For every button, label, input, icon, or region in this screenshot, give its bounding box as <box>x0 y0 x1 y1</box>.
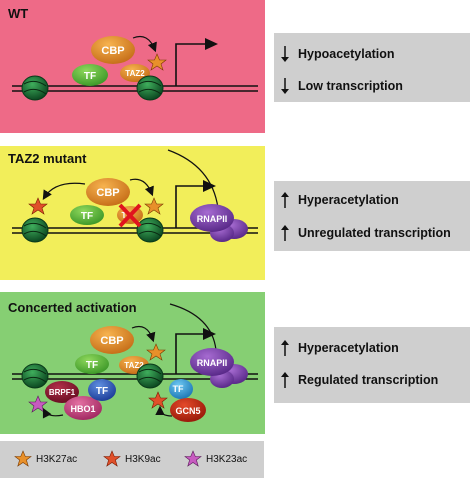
h3k27ac-star <box>146 343 166 361</box>
svg-text:TF: TF <box>173 384 184 394</box>
tf-protein: TF <box>72 64 108 86</box>
panel-title: TAZ2 mutant <box>8 151 87 166</box>
legend-item-h3k27ac: H3K27ac <box>14 450 77 468</box>
up-arrow-icon <box>281 225 289 241</box>
outcome-text: Regulated transcription <box>298 373 439 387</box>
svg-text:T: T <box>122 211 127 220</box>
concerted-activation-diagram: TF CBP TAZ2 BRPF1 HBO1 TF <box>12 303 258 422</box>
rnapii-complex: RNAPII <box>190 348 248 388</box>
h3k27ac-star <box>147 53 167 71</box>
nucleosome <box>21 217 49 243</box>
outcome-box-taz2-mutant: Hyperacetylation Unregulated transcripti… <box>274 181 470 251</box>
nucleosome <box>21 75 49 101</box>
outcome-box-concerted: Hyperacetylation Regulated transcription <box>274 327 470 403</box>
outcome-text: Hyperacetylation <box>298 193 399 207</box>
rnapii-complex: RNAPII <box>190 204 248 242</box>
tf-protein: TF <box>70 205 104 225</box>
svg-text:RNAPII: RNAPII <box>197 214 228 224</box>
svg-text:TF: TF <box>96 386 108 397</box>
panel-concerted-activation: Concerted activation TF CBP TAZ2 <box>0 292 265 434</box>
taz2-domain: TAZ2 <box>120 64 150 82</box>
nucleosome <box>136 75 164 101</box>
legend-label: H3K27ac <box>36 453 78 465</box>
svg-text:HBO1: HBO1 <box>70 404 95 414</box>
panel-title: Concerted activation <box>8 300 137 315</box>
legend-label: H3K23ac <box>206 453 248 465</box>
taz2-mutant-diagram: TF CBP T <box>12 149 258 243</box>
nucleosome <box>136 363 164 389</box>
nucleosome <box>136 217 164 243</box>
down-arrow-icon <box>281 46 289 62</box>
h3k9ac-star <box>28 197 48 215</box>
svg-text:RNAPII: RNAPII <box>197 358 228 368</box>
svg-text:TF: TF <box>81 211 93 222</box>
svg-text:CBP: CBP <box>100 335 123 347</box>
panel-taz2-mutant: TAZ2 mutant TF CBP T <box>0 146 265 280</box>
gcn5-protein: GCN5 <box>170 398 206 422</box>
panel-title: WT <box>8 6 29 21</box>
h3k23ac-star-icon <box>184 450 202 467</box>
legend-item-h3k9ac: H3K9ac <box>103 450 161 468</box>
tf-protein-cyan: TF <box>169 379 193 399</box>
svg-text:TAZ2: TAZ2 <box>125 69 145 78</box>
up-arrow-icon <box>281 192 289 208</box>
svg-text:BRPF1: BRPF1 <box>49 388 76 397</box>
outcome-text: Low transcription <box>298 79 403 93</box>
tf-protein-blue: TF <box>88 379 116 401</box>
outcome-text: Hyperacetylation <box>298 341 399 355</box>
legend-item-h3k23ac: H3K23ac <box>184 450 247 468</box>
down-arrow-icon <box>281 78 289 94</box>
svg-text:GCN5: GCN5 <box>175 406 200 416</box>
cbp-protein: CBP <box>86 178 130 206</box>
mutation-x-icon <box>118 203 142 228</box>
h3k27ac-star <box>144 197 164 215</box>
nucleosome <box>21 363 49 389</box>
h3k9ac-star <box>148 391 168 409</box>
h3k9ac-star-icon <box>103 450 121 467</box>
tf-protein: TF <box>75 354 109 374</box>
brpf1-protein: BRPF1 <box>45 381 79 403</box>
outcome-box-wt: Hypoacetylation Low transcription <box>274 33 470 102</box>
hbo1-protein: HBO1 <box>64 396 102 420</box>
up-arrow-icon <box>281 340 289 356</box>
cbp-protein: CBP <box>91 36 135 64</box>
cbp-protein: CBP <box>90 326 134 354</box>
legend-label: H3K9ac <box>125 453 161 465</box>
up-arrow-icon <box>281 372 289 388</box>
svg-text:CBP: CBP <box>96 187 119 199</box>
panel-wt: WT TF CBP TAZ2 <box>0 0 265 133</box>
svg-text:TF: TF <box>86 360 98 371</box>
h3k23ac-star <box>28 395 48 413</box>
h3k27ac-star-icon <box>14 450 32 467</box>
svg-text:TF: TF <box>84 71 96 82</box>
svg-text:CBP: CBP <box>101 45 124 57</box>
outcome-text: Unregulated transcription <box>298 226 451 240</box>
svg-text:TAZ2: TAZ2 <box>124 361 144 370</box>
outcome-text: Hypoacetylation <box>298 47 395 61</box>
legend: H3K27ac H3K9ac H3K23ac <box>0 441 264 478</box>
wt-diagram: TF CBP TAZ2 <box>12 35 258 101</box>
